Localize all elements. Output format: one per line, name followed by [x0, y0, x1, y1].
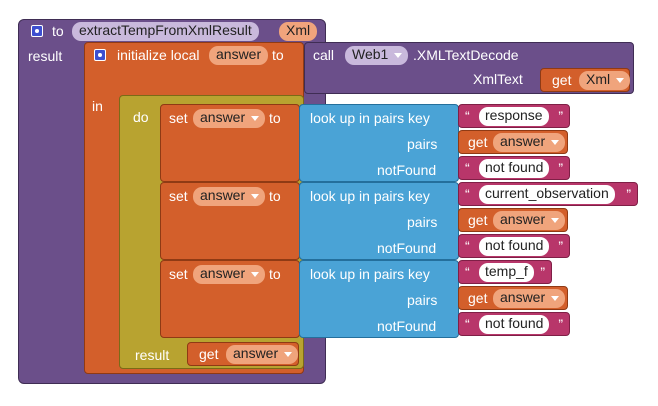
get-label: get: [468, 134, 488, 150]
lookup-key-label: look up in pairs key: [310, 266, 430, 282]
get-answer-block[interactable]: get answer: [458, 130, 568, 154]
set-answer-block[interactable]: set answer to: [160, 104, 300, 182]
text-value-field[interactable]: temp_f: [479, 263, 534, 282]
quote-icon: ”: [558, 108, 563, 124]
quote-icon: “: [465, 238, 470, 254]
quote-icon: “: [465, 264, 470, 280]
set-label: set: [169, 266, 188, 282]
get-var-dropdown[interactable]: answer: [226, 345, 299, 364]
chevron-down-icon[interactable]: [551, 140, 560, 145]
set-to-label: to: [269, 188, 281, 204]
set-label: set: [169, 110, 188, 126]
text-key-block[interactable]: “ temp_f ”: [458, 260, 552, 284]
component-dropdown[interactable]: Web1: [345, 46, 409, 65]
get-var-dropdown[interactable]: answer: [493, 211, 566, 230]
quote-icon: ”: [558, 238, 563, 254]
quote-icon: “: [465, 108, 470, 124]
text-key-block[interactable]: “ current_observation ”: [458, 182, 638, 206]
chevron-down-icon[interactable]: [284, 352, 293, 357]
quote-icon: ”: [626, 186, 631, 202]
lookup-key-label: look up in pairs key: [310, 110, 430, 126]
init-to-label: to: [272, 47, 284, 63]
get-label: get: [468, 212, 488, 228]
chevron-down-icon[interactable]: [251, 116, 260, 121]
set-var-dropdown[interactable]: answer: [193, 187, 266, 206]
lookup-in-pairs-block[interactable]: look up in pairs key pairs notFound: [299, 182, 459, 260]
set-answer-block[interactable]: set answer to: [160, 182, 300, 260]
do-label: do: [133, 109, 149, 125]
init-var-name[interactable]: answer: [209, 46, 269, 65]
get-label: get: [468, 290, 488, 306]
get-answer-block[interactable]: get answer: [458, 208, 568, 232]
lookup-in-pairs-block[interactable]: look up in pairs key pairs notFound: [299, 260, 459, 338]
get-answer-block[interactable]: get answer: [458, 286, 568, 310]
do-result-label: result: [135, 347, 170, 363]
set-label: set: [169, 188, 188, 204]
chevron-down-icon[interactable]: [251, 272, 260, 277]
procedure-to-label: to: [52, 23, 64, 39]
chevron-down-icon[interactable]: [551, 218, 560, 223]
chevron-down-icon[interactable]: [394, 53, 403, 58]
quote-icon: “: [465, 316, 470, 332]
notfound-label: notFound: [377, 318, 437, 334]
chevron-down-icon[interactable]: [551, 296, 560, 301]
quote-icon: ”: [540, 264, 545, 280]
lookup-in-pairs-block[interactable]: look up in pairs key pairs notFound: [299, 104, 459, 182]
quote-icon: ”: [558, 316, 563, 332]
get-label: get: [552, 72, 572, 88]
chevron-down-icon[interactable]: [616, 78, 625, 83]
gear-icon[interactable]: [94, 49, 106, 61]
quote-icon: “: [465, 160, 470, 176]
text-notfound-block[interactable]: “ not found ”: [458, 234, 570, 258]
text-value-field[interactable]: not found: [479, 159, 550, 178]
xmltext-arg-label: XmlText: [473, 71, 523, 87]
set-to-label: to: [269, 266, 281, 282]
quote-icon: “: [465, 186, 470, 202]
pairs-label: pairs: [407, 214, 438, 230]
text-key-block[interactable]: “ response ”: [458, 104, 570, 128]
gear-icon[interactable]: [31, 25, 43, 37]
text-value-field[interactable]: current_observation: [479, 185, 615, 204]
get-label: get: [199, 346, 219, 362]
text-value-field[interactable]: not found: [479, 315, 550, 334]
call-method-label: .XMLTextDecode: [413, 47, 519, 63]
lookup-key-label: look up in pairs key: [310, 188, 430, 204]
pairs-label: pairs: [407, 292, 438, 308]
get-var-dropdown[interactable]: answer: [493, 133, 566, 152]
pairs-label: pairs: [407, 136, 438, 152]
set-to-label: to: [269, 110, 281, 126]
get-xml-block[interactable]: get Xml: [540, 68, 631, 92]
set-answer-block[interactable]: set answer to: [160, 260, 300, 338]
init-in-label: in: [92, 98, 103, 114]
set-var-dropdown[interactable]: answer: [193, 265, 266, 284]
call-label: call: [313, 47, 335, 63]
get-answer-block[interactable]: get answer: [187, 342, 299, 366]
get-var-dropdown[interactable]: Xml: [579, 71, 631, 90]
initialize-local-label: initialize local: [117, 47, 200, 63]
notfound-label: notFound: [377, 240, 437, 256]
notfound-label: notFound: [377, 162, 437, 178]
text-value-field[interactable]: response: [479, 107, 549, 126]
text-notfound-block[interactable]: “ not found ”: [458, 312, 570, 336]
quote-icon: ”: [558, 160, 563, 176]
chevron-down-icon[interactable]: [251, 194, 260, 199]
text-notfound-block[interactable]: “ not found ”: [458, 156, 570, 180]
set-var-dropdown[interactable]: answer: [193, 109, 266, 128]
procedure-name-field[interactable]: extractTempFromXmlResult: [72, 22, 259, 41]
procedure-param[interactable]: Xml: [279, 22, 318, 41]
procedure-result-label: result: [28, 48, 63, 64]
text-value-field[interactable]: not found: [479, 237, 550, 256]
get-var-dropdown[interactable]: answer: [493, 289, 566, 308]
